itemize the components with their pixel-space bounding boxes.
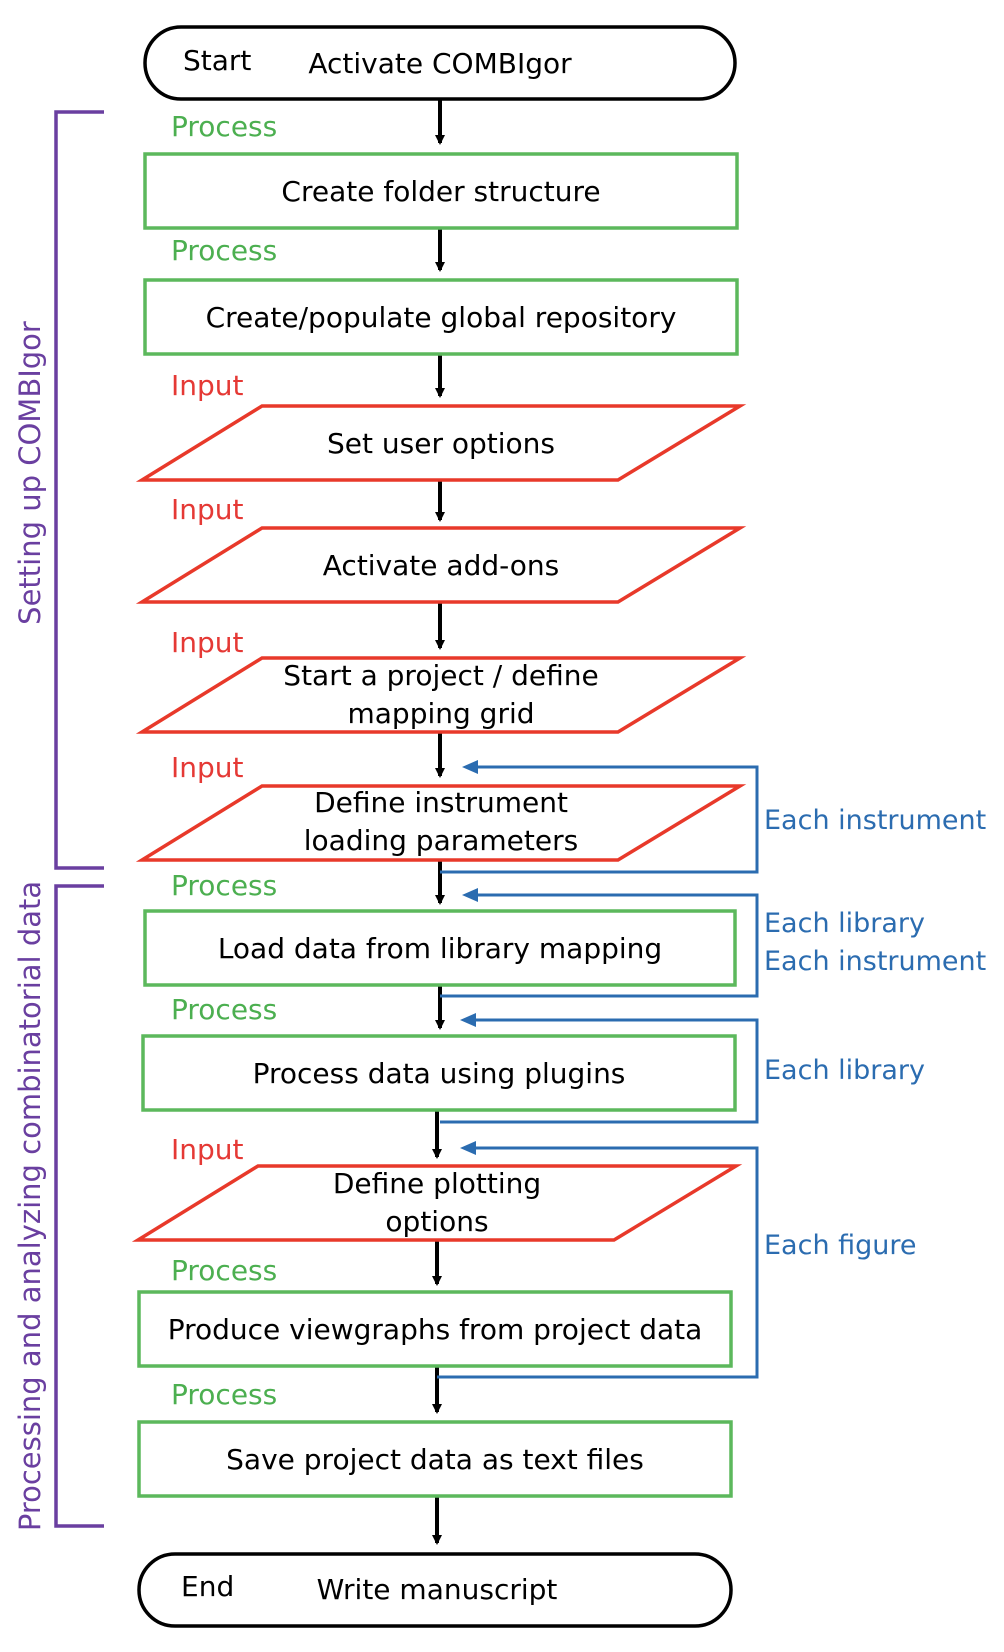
step-process-data: Process data using plugins: [141, 1034, 737, 1112]
step-text: Set user options: [327, 427, 555, 460]
end-label: Write manuscript: [317, 1573, 558, 1606]
step-type-process: Process: [171, 1378, 277, 1411]
section-processing-bracket: [54, 884, 104, 1528]
loop-line: [440, 1018, 759, 1124]
step-activate-add-ons: Activate add-ons: [135, 526, 747, 604]
step-type-input: Input: [171, 1133, 244, 1166]
loop-label: Each library: [764, 1055, 925, 1086]
step-start-project: Start a project / define mapping grid: [135, 656, 747, 734]
section-setup-bracket: [54, 110, 104, 870]
step-text: Define instrument: [314, 786, 568, 819]
step-type-input: Input: [171, 493, 244, 526]
step-produce-viewgraphs: Produce viewgraphs from project data: [137, 1290, 733, 1368]
section-processing: Processing and analyzing combinatorial d…: [13, 881, 104, 1531]
end-tag: End: [181, 1570, 234, 1603]
step-global-repository: Create/populate global repository: [143, 278, 739, 356]
step-text: Start a project / define: [283, 659, 598, 692]
step-text: options: [385, 1205, 488, 1238]
step-instrument-loading-parameters: Define instrument loading parameters: [135, 784, 747, 862]
loop-each-instrument-1: Each instrument: [440, 760, 986, 874]
section-processing-label: Processing and analyzing combinatorial d…: [13, 881, 47, 1531]
step-text: Define plotting: [333, 1167, 541, 1200]
start-label: Activate COMBIgor: [308, 47, 572, 80]
loop-line: [440, 765, 759, 874]
step-text: loading parameters: [304, 824, 578, 857]
step-plotting-options: Define plotting options: [131, 1164, 743, 1242]
loop-arrowhead: [460, 1013, 476, 1027]
step-set-user-options: Set user options: [135, 404, 747, 482]
step-text: Load data from library mapping: [218, 932, 662, 965]
step-text: Create folder structure: [281, 175, 600, 208]
loop-line: [440, 893, 759, 998]
step-text: mapping grid: [347, 697, 534, 730]
step-type-process: Process: [171, 869, 277, 902]
step-create-folder-structure: Create folder structure: [143, 152, 739, 230]
step-load-data: Load data from library mapping: [143, 909, 737, 987]
loop-each-library-instrument: Each library Each instrument: [440, 888, 986, 998]
loop-label: Each instrument: [764, 946, 986, 977]
step-text: Save project data as text files: [226, 1443, 644, 1476]
step-type-process: Process: [171, 993, 277, 1026]
step-text: Create/populate global repository: [206, 301, 677, 334]
section-setup-label: Setting up COMBIgor: [13, 321, 47, 625]
loop-arrowhead: [462, 888, 478, 902]
loop-each-figure: Each figure: [437, 1141, 917, 1379]
step-text: Process data using plugins: [253, 1057, 626, 1090]
step-type-input: Input: [171, 626, 244, 659]
step-type-process: Process: [171, 234, 277, 267]
step-type-process: Process: [171, 110, 277, 143]
start-terminal: Start Activate COMBIgor: [143, 25, 737, 101]
loop-arrowhead: [462, 760, 478, 774]
end-terminal: End Write manuscript: [137, 1552, 733, 1628]
loop-arrowhead: [460, 1141, 476, 1155]
loop-label: Each library: [764, 908, 925, 939]
step-type-input: Input: [171, 369, 244, 402]
step-type-input: Input: [171, 751, 244, 784]
start-tag: Start: [183, 44, 251, 77]
step-text: Produce viewgraphs from project data: [168, 1313, 703, 1346]
loop-label: Each instrument: [764, 805, 986, 836]
step-type-labels: Process Process Input Input Input Input …: [171, 110, 277, 1411]
flow-arrows: [432, 100, 445, 1545]
step-save-text-files: Save project data as text files: [137, 1420, 733, 1498]
loop-label: Each figure: [764, 1230, 917, 1261]
loop-line: [437, 1146, 759, 1379]
step-type-process: Process: [171, 1254, 277, 1287]
step-text: Activate add-ons: [323, 549, 559, 582]
loop-each-library: Each library: [440, 1013, 925, 1124]
section-setup: Setting up COMBIgor: [13, 110, 104, 870]
